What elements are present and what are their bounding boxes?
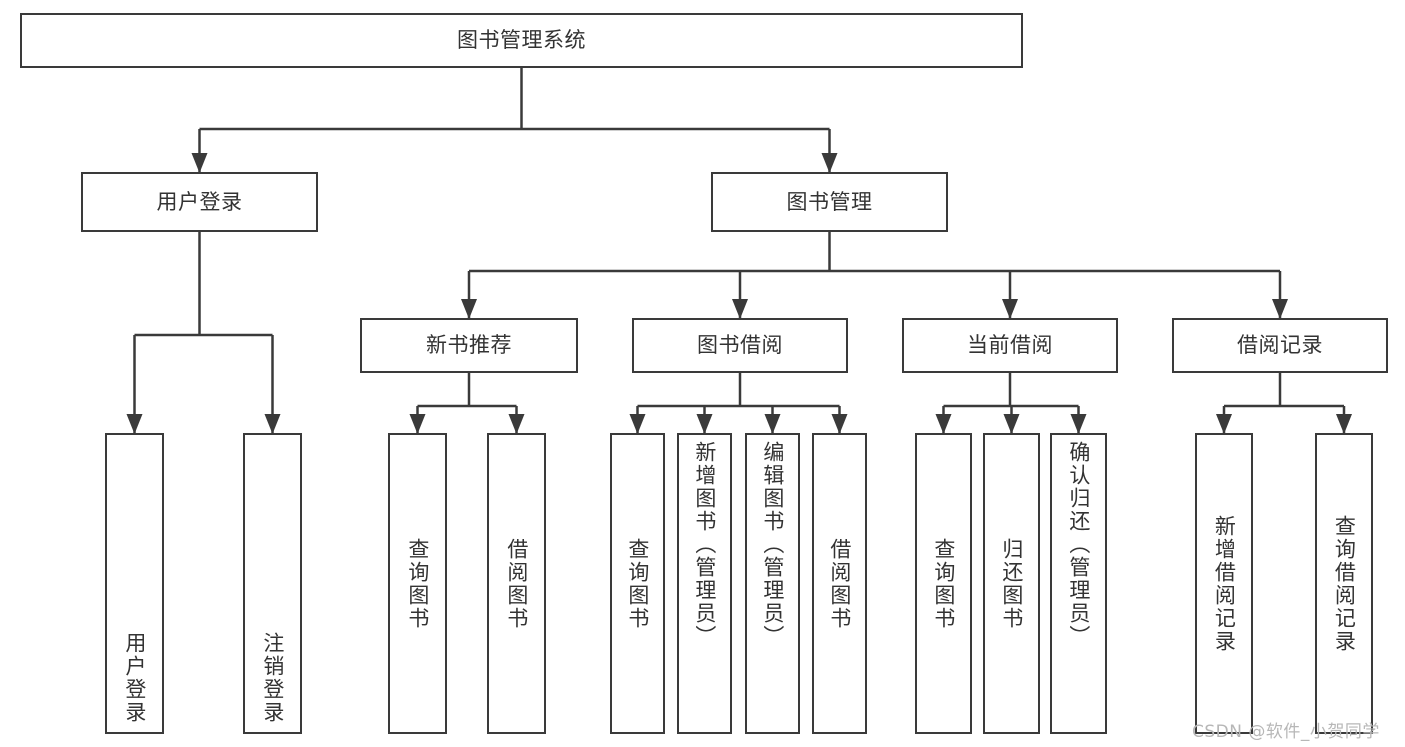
- node-borrow-record[interactable]: 借阅记录: [1172, 318, 1388, 373]
- node-user-login[interactable]: 用户登录: [81, 172, 318, 232]
- node-leaf-borrow-book-2[interactable]: 借阅图书: [812, 433, 867, 734]
- node-label-current-borrow: 当前借阅: [967, 333, 1053, 358]
- node-new-book-rec[interactable]: 新书推荐: [360, 318, 578, 373]
- arrow-head-icon-user-login: [191, 153, 208, 173]
- arrow-head-icon-leaf-query-book-3: [935, 414, 952, 434]
- arrow-head-icon-leaf-query-book-2: [629, 414, 646, 434]
- node-leaf-edit-book[interactable]: 编辑图书（管理员）: [745, 433, 800, 734]
- node-label-leaf-borrow-book-1: 借阅图书: [504, 537, 529, 630]
- node-label-borrow-record: 借阅记录: [1237, 333, 1323, 358]
- node-label-leaf-add-book: 新增图书（管理员）: [692, 441, 717, 648]
- arrow-head-icon-leaf-add-book: [696, 414, 713, 434]
- arrow-head-icon-leaf-borrow-book-1: [508, 414, 525, 434]
- node-label-user-login: 用户登录: [156, 189, 243, 214]
- arrow-head-icon-new-book-rec: [461, 299, 477, 319]
- node-label-leaf-add-record: 新增借阅记录: [1212, 514, 1237, 653]
- node-book-manage[interactable]: 图书管理: [711, 172, 948, 232]
- node-label-leaf-query-record: 查询借阅记录: [1332, 514, 1357, 653]
- node-leaf-logout[interactable]: 注销登录: [243, 433, 302, 734]
- node-label-leaf-query-book-3: 查询图书: [931, 537, 956, 630]
- node-label-leaf-query-book-2: 查询图书: [625, 537, 650, 630]
- node-leaf-query-book-3[interactable]: 查询图书: [915, 433, 972, 734]
- node-leaf-add-book[interactable]: 新增图书（管理员）: [677, 433, 732, 734]
- arrow-head-icon-leaf-query-book-1: [409, 414, 426, 434]
- node-leaf-borrow-book-1[interactable]: 借阅图书: [487, 433, 546, 734]
- node-label-leaf-logout: 注销登录: [260, 632, 285, 724]
- arrow-head-icon-leaf-user-login: [126, 414, 143, 434]
- node-label-leaf-user-login: 用户登录: [122, 632, 147, 724]
- node-label-leaf-query-book-1: 查询图书: [405, 537, 430, 630]
- arrow-head-icon-book-manage: [821, 153, 838, 173]
- node-current-borrow[interactable]: 当前借阅: [902, 318, 1118, 373]
- node-leaf-user-login[interactable]: 用户登录: [105, 433, 164, 734]
- node-label-book-manage: 图书管理: [786, 189, 873, 214]
- arrow-head-icon-book-borrow: [732, 299, 748, 319]
- node-label-new-book-rec: 新书推荐: [426, 333, 512, 358]
- node-leaf-query-record[interactable]: 查询借阅记录: [1315, 433, 1373, 734]
- node-label-root: 图书管理系统: [457, 28, 586, 53]
- arrow-head-icon-leaf-query-record: [1336, 414, 1352, 434]
- arrow-head-icon-leaf-confirm-return: [1070, 414, 1087, 434]
- node-label-leaf-confirm-return: 确认归还（管理员）: [1066, 441, 1091, 648]
- arrow-head-icon-leaf-edit-book: [764, 414, 781, 434]
- node-root[interactable]: 图书管理系统: [20, 13, 1023, 68]
- node-label-book-borrow: 图书借阅: [697, 333, 783, 358]
- arrow-head-icon-leaf-borrow-book-2: [831, 414, 848, 434]
- node-label-leaf-borrow-book-2: 借阅图书: [827, 537, 852, 630]
- node-leaf-return-book[interactable]: 归还图书: [983, 433, 1040, 734]
- node-leaf-confirm-return[interactable]: 确认归还（管理员）: [1050, 433, 1107, 734]
- node-label-leaf-edit-book: 编辑图书（管理员）: [760, 441, 785, 648]
- node-leaf-add-record[interactable]: 新增借阅记录: [1195, 433, 1253, 734]
- arrow-head-icon-leaf-return-book: [1003, 414, 1020, 434]
- node-leaf-query-book-1[interactable]: 查询图书: [388, 433, 447, 734]
- node-label-leaf-return-book: 归还图书: [999, 537, 1024, 630]
- node-leaf-query-book-2[interactable]: 查询图书: [610, 433, 665, 734]
- arrow-head-icon-leaf-logout: [264, 414, 281, 434]
- node-book-borrow[interactable]: 图书借阅: [632, 318, 848, 373]
- arrow-head-icon-current-borrow: [1002, 299, 1018, 319]
- arrow-head-icon-leaf-add-record: [1216, 414, 1232, 434]
- arrow-head-icon-borrow-record: [1272, 299, 1288, 319]
